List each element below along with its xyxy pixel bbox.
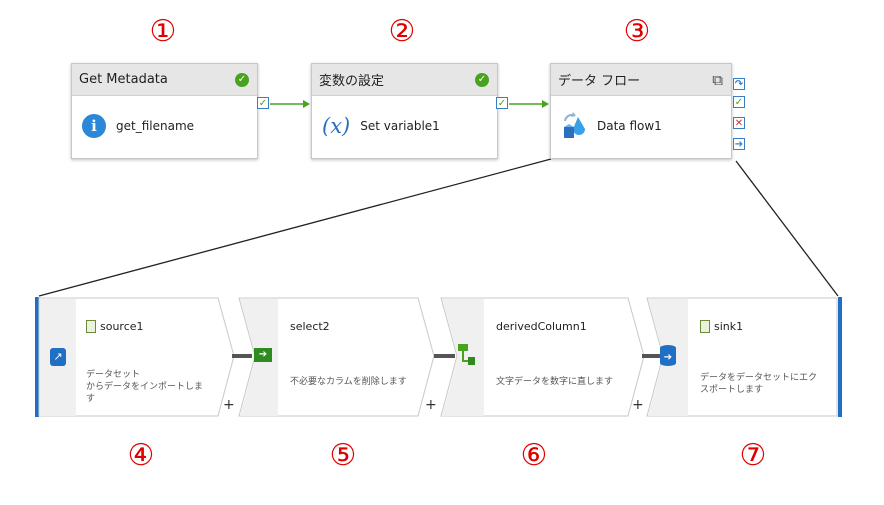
- info-icon: i: [82, 114, 106, 138]
- dataset-icon: [700, 320, 710, 333]
- on-success-output-icon[interactable]: ✓: [257, 97, 269, 109]
- marker-7: ⑦: [739, 438, 767, 473]
- step-select-title[interactable]: select2: [290, 320, 330, 333]
- dataset-icon: [86, 320, 96, 333]
- on-failure-output-icon[interactable]: ✕: [733, 117, 745, 129]
- step-source-description: データセット からデータをインポートしま す: [86, 370, 204, 404]
- add-transformation-button[interactable]: +: [425, 397, 437, 413]
- activity-get-metadata[interactable]: Get Metadata ✓ i get_filename: [71, 63, 258, 159]
- select-icon: ➔: [254, 348, 272, 362]
- step-sink-title[interactable]: sink1: [700, 320, 743, 333]
- activity-set-variable[interactable]: 変数の設定 ✓ (𝑥) Set variable1: [311, 63, 498, 159]
- marker-5: ⑤: [329, 438, 357, 473]
- on-skip-output-icon[interactable]: ↷: [733, 78, 745, 90]
- add-transformation-button[interactable]: +: [632, 397, 644, 413]
- activity-name: get_filename: [116, 119, 195, 133]
- step-name: select2: [290, 320, 330, 333]
- sink-icon: ➔: [660, 345, 676, 366]
- step-derived-description: 文字データを数字に直します: [496, 377, 614, 387]
- activity-data-flow[interactable]: データ フロー ⧉ Data flow1: [550, 63, 732, 159]
- step-sink-description: データをデータセットにエク スポートします: [700, 373, 818, 395]
- add-transformation-button[interactable]: +: [223, 397, 235, 413]
- derived-column-icon: [458, 344, 475, 365]
- step-source-title[interactable]: source1: [86, 320, 144, 333]
- activity-name: Set variable1: [360, 119, 440, 133]
- marker-3: ③: [623, 14, 651, 49]
- step-derived-title[interactable]: derivedColumn1: [496, 320, 587, 333]
- activity-name: Data flow1: [597, 119, 662, 133]
- on-success-output-icon[interactable]: ✓: [733, 96, 745, 108]
- marker-1: ①: [149, 14, 177, 49]
- on-success-output-icon[interactable]: ✓: [496, 97, 508, 109]
- dataflow-left-edge: [35, 297, 39, 417]
- source-icon: ↗: [50, 348, 66, 366]
- success-check-icon: ✓: [235, 72, 249, 87]
- step-name: derivedColumn1: [496, 320, 587, 333]
- on-completion-output-icon[interactable]: ➔: [733, 138, 745, 150]
- activity-type-label: 変数の設定: [319, 74, 385, 89]
- dataflow-icon: [564, 112, 585, 138]
- svg-text:➔: ➔: [664, 352, 672, 363]
- step-name: source1: [100, 320, 144, 333]
- dataflow-right-edge: [838, 297, 842, 417]
- marker-6: ⑥: [520, 438, 548, 473]
- activity-type-label: データ フロー: [558, 74, 641, 89]
- marker-4: ④: [127, 438, 155, 473]
- open-external-icon[interactable]: ⧉: [712, 70, 723, 89]
- step-name: sink1: [714, 320, 744, 333]
- variable-icon: (𝑥): [322, 114, 351, 138]
- activity-type-label: Get Metadata: [79, 72, 168, 87]
- success-check-icon: ✓: [475, 72, 489, 87]
- marker-2: ②: [388, 14, 416, 49]
- step-select-description: 不必要なカラムを削除します: [290, 377, 407, 387]
